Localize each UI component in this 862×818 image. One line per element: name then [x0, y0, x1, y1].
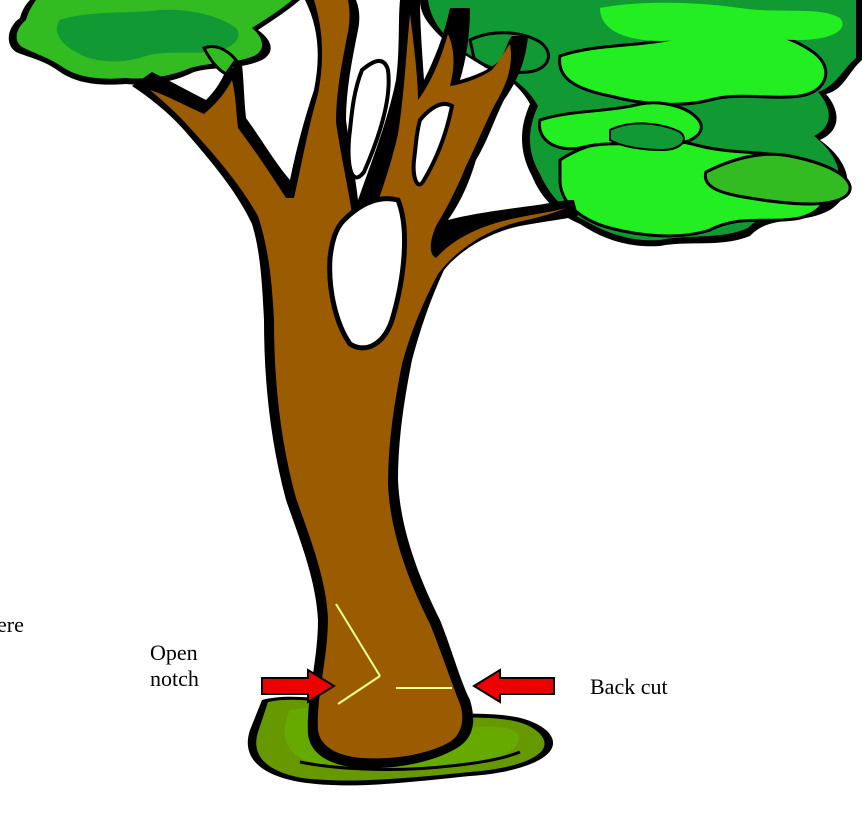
back-cut-arrow: [474, 670, 554, 702]
canopy-left: [9, 0, 300, 85]
back-cut-label: Back cut: [590, 674, 668, 700]
open-notch-label: Open notch: [150, 640, 199, 692]
clipped-side-label: here: [0, 612, 24, 638]
open-notch-label-line2: notch: [150, 666, 199, 692]
tree-trunk: [132, 0, 578, 768]
open-notch-label-line1: Open: [150, 640, 199, 666]
